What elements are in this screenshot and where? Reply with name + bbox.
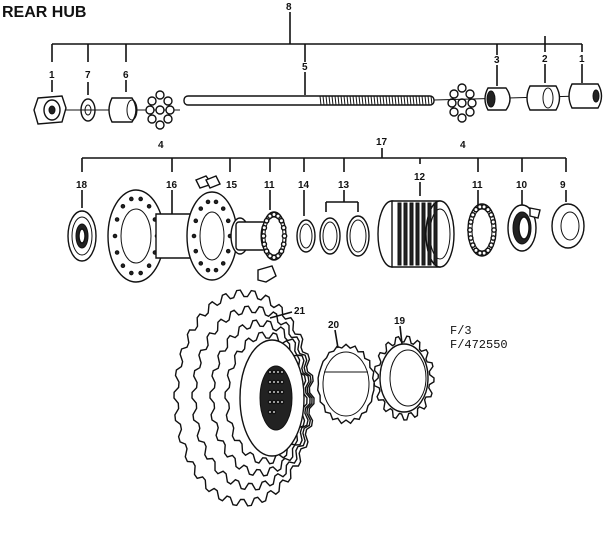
- freewheel-group-bracket: [81, 148, 567, 226]
- spacer-ring-20: [316, 343, 376, 425]
- locknut-right: [568, 83, 603, 109]
- shims: [319, 215, 370, 257]
- cone-right: [484, 87, 511, 111]
- callout-9: 9: [560, 180, 566, 191]
- callout-1-left: 1: [49, 70, 55, 81]
- callout-18: 18: [76, 180, 88, 191]
- callout-13: 13: [338, 180, 350, 191]
- locknut-left: [33, 95, 67, 125]
- washer-14: [296, 219, 316, 253]
- callout-5: 5: [302, 62, 308, 73]
- leader-19: [399, 325, 403, 345]
- spacer: [526, 85, 561, 111]
- dust-cap: [67, 210, 97, 262]
- axle-group-bracket: [51, 12, 583, 95]
- callout-8: 8: [286, 2, 292, 13]
- pawls: [195, 175, 277, 283]
- callout-10: 10: [516, 180, 528, 191]
- small-cog-19: [373, 335, 435, 421]
- leader-20: [334, 329, 339, 349]
- outer-washer: [551, 203, 585, 249]
- callout-12: 12: [414, 172, 426, 183]
- hub-shell: [107, 189, 272, 283]
- ball-bearings-right: [433, 83, 581, 123]
- callout-20: 20: [328, 320, 340, 331]
- callout-19: 19: [394, 316, 406, 327]
- callout-14: 14: [298, 180, 310, 191]
- callout-11-right: 11: [472, 180, 483, 191]
- leader-21: [269, 311, 293, 319]
- catalog-code-line2: F/472550: [450, 338, 508, 352]
- callout-11-left: 11: [264, 180, 275, 191]
- callout-15: 15: [226, 180, 238, 191]
- callout-21: 21: [294, 306, 306, 317]
- callout-4-right: 4: [460, 140, 466, 151]
- callout-16: 16: [166, 180, 178, 191]
- bearing-ring-left: [260, 211, 288, 261]
- bearing-ring-right: [467, 203, 497, 257]
- callout-6: 6: [123, 70, 129, 81]
- callout-2: 2: [542, 54, 548, 65]
- diagram-title: REAR HUB: [2, 4, 86, 21]
- cog-cluster: [173, 289, 315, 507]
- axle: [183, 95, 435, 106]
- callout-7: 7: [85, 70, 91, 81]
- cone-left: [108, 97, 138, 123]
- bearing-cone: [507, 204, 541, 252]
- callout-4-left: 4: [158, 140, 164, 151]
- callout-3: 3: [494, 55, 500, 66]
- catalog-code-line1: F/3: [450, 324, 472, 338]
- callout-17: 17: [376, 137, 388, 148]
- ball-bearings-left: [145, 90, 175, 130]
- callout-1-right: 1: [579, 54, 585, 65]
- freewheel-body: [377, 200, 455, 268]
